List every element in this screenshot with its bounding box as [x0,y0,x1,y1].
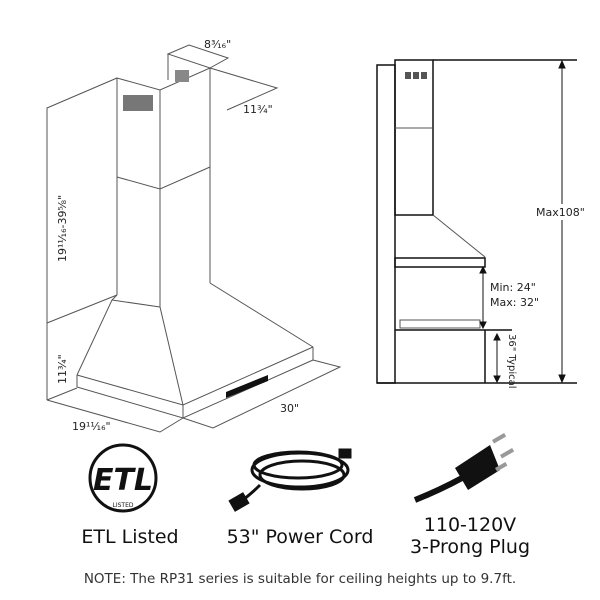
hood-height-label: 11¾" [56,354,69,384]
height-arrow [479,59,566,384]
ceiling-height-note: NOTE: The RP31 series is suitable for ce… [83,571,517,587]
three-prong-plug-icon [413,432,515,503]
min-clearance-label: Min: 24" [490,281,536,294]
power-cord-icon [228,448,352,512]
side-elevation-drawing: Max108" Min: 24" Max: 32" 36" Typical [376,59,598,389]
control-panel-icon [226,375,268,398]
svg-text:LISTED: LISTED [113,502,134,509]
chimney-height-label: 19¹¹⁄₁₆-39⁵⁄₈" [56,195,69,262]
voltage-label: 110-120V [423,514,517,536]
depth-label: 19¹¹⁄₁₆" [72,420,111,433]
top-depth-label: 8³⁄₁₆" [204,38,231,51]
counter-height-label: 36" Typical [506,334,517,389]
svg-text:ETL: ETL [93,463,153,498]
hood-isometric-drawing: 8³⁄₁₆" 11¾" 19¹¹⁄₁₆-39⁵⁄₈" 11¾" 19¹¹⁄₁₆"… [46,38,342,433]
top-width-label: 11¾" [243,103,273,116]
max-clearance-label: Max: 32" [490,296,539,309]
max-height-label: Max108" [536,206,585,219]
width-label: 30" [280,402,299,415]
plug-type-label: 3-Prong Plug [409,536,531,558]
vent-grille-icon [123,70,189,111]
power-cord-label: 53" Power Cord [226,526,374,548]
vent-icon [405,72,427,79]
etl-logo-icon: ETL LISTED [88,443,158,513]
etl-listed-label: ETL Listed [81,526,179,548]
